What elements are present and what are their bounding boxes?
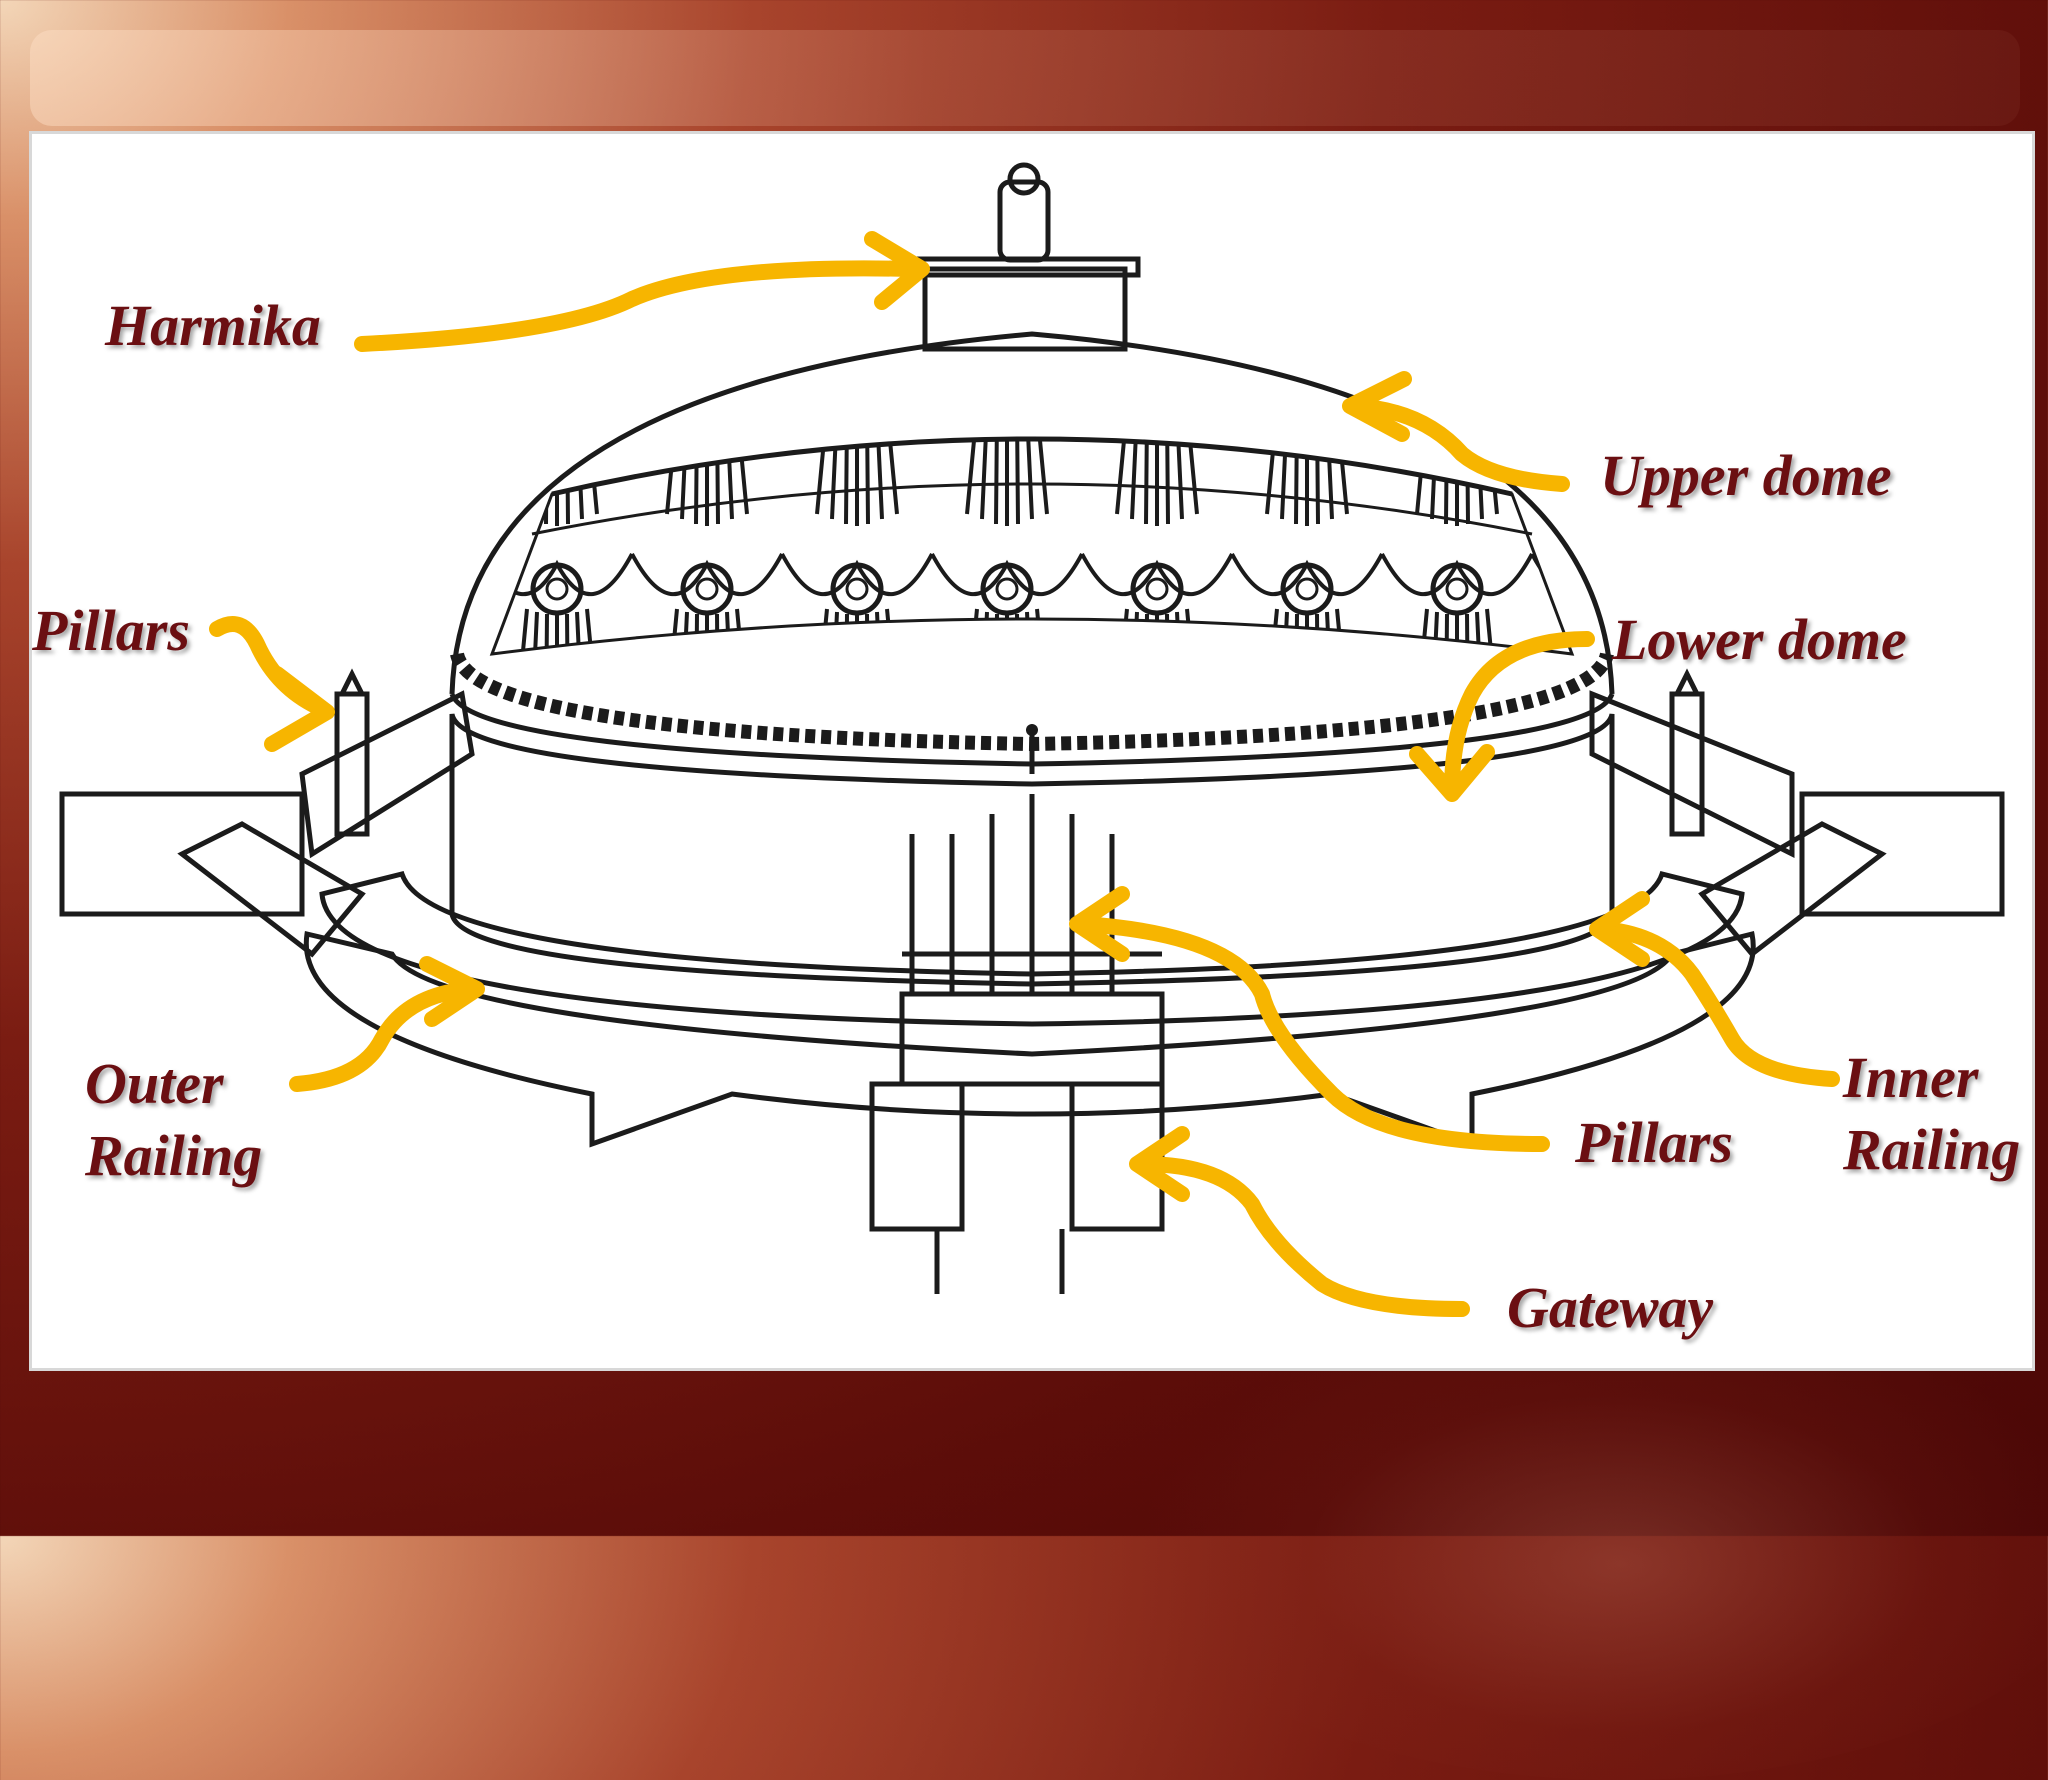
label-outer-railing: Outer Railing [85,1051,263,1188]
label-upper-dome: Upper dome [1600,443,1892,508]
side-pillars [334,668,1705,837]
arrow-inner-railing [1594,921,1840,1087]
arrow-pillars-right [1074,916,1550,1152]
label-pillars-left: Pillars [32,598,190,663]
arrow-pillars-left-head [264,666,335,752]
inner-railing [319,871,1745,1027]
arrow-harmika [354,260,920,352]
arrow-lower-dome [1444,631,1595,797]
arrow-outer-railing [289,981,480,1092]
harmika [909,162,1141,352]
arrow-gateway [1134,1156,1470,1317]
label-lower-dome: Lower dome [1612,607,1907,672]
annotation-arrows [209,231,1840,1317]
upper-dome [449,331,1615,695]
slide-header-band [30,30,2020,126]
label-pillars-right: Pillars [1575,1110,1733,1175]
label-gateway: Gateway [1507,1275,1714,1340]
background-swirl [1130,1300,2048,1780]
arrow-gateway-head [1129,1126,1190,1202]
label-inner-railing: Inner Railing [1843,1045,2021,1182]
arrow-lower-dome-head [1409,744,1495,802]
side-railings [59,690,2005,917]
stupa-diagram [59,162,2005,1317]
arrow-inner-railing-head [1589,891,1650,967]
arrow-pillars-right-head [1069,886,1130,962]
arrow-upper-dome-head [1342,371,1412,442]
arrow-upper-dome [1344,398,1570,492]
label-harmika: Harmika [105,293,321,358]
outer-railing [177,821,1887,1148]
arrow-harmika-head [864,231,930,310]
arrow-outer-railing-head [419,956,485,1027]
gateway [869,991,1165,1294]
diagram-panel [29,131,2035,1371]
